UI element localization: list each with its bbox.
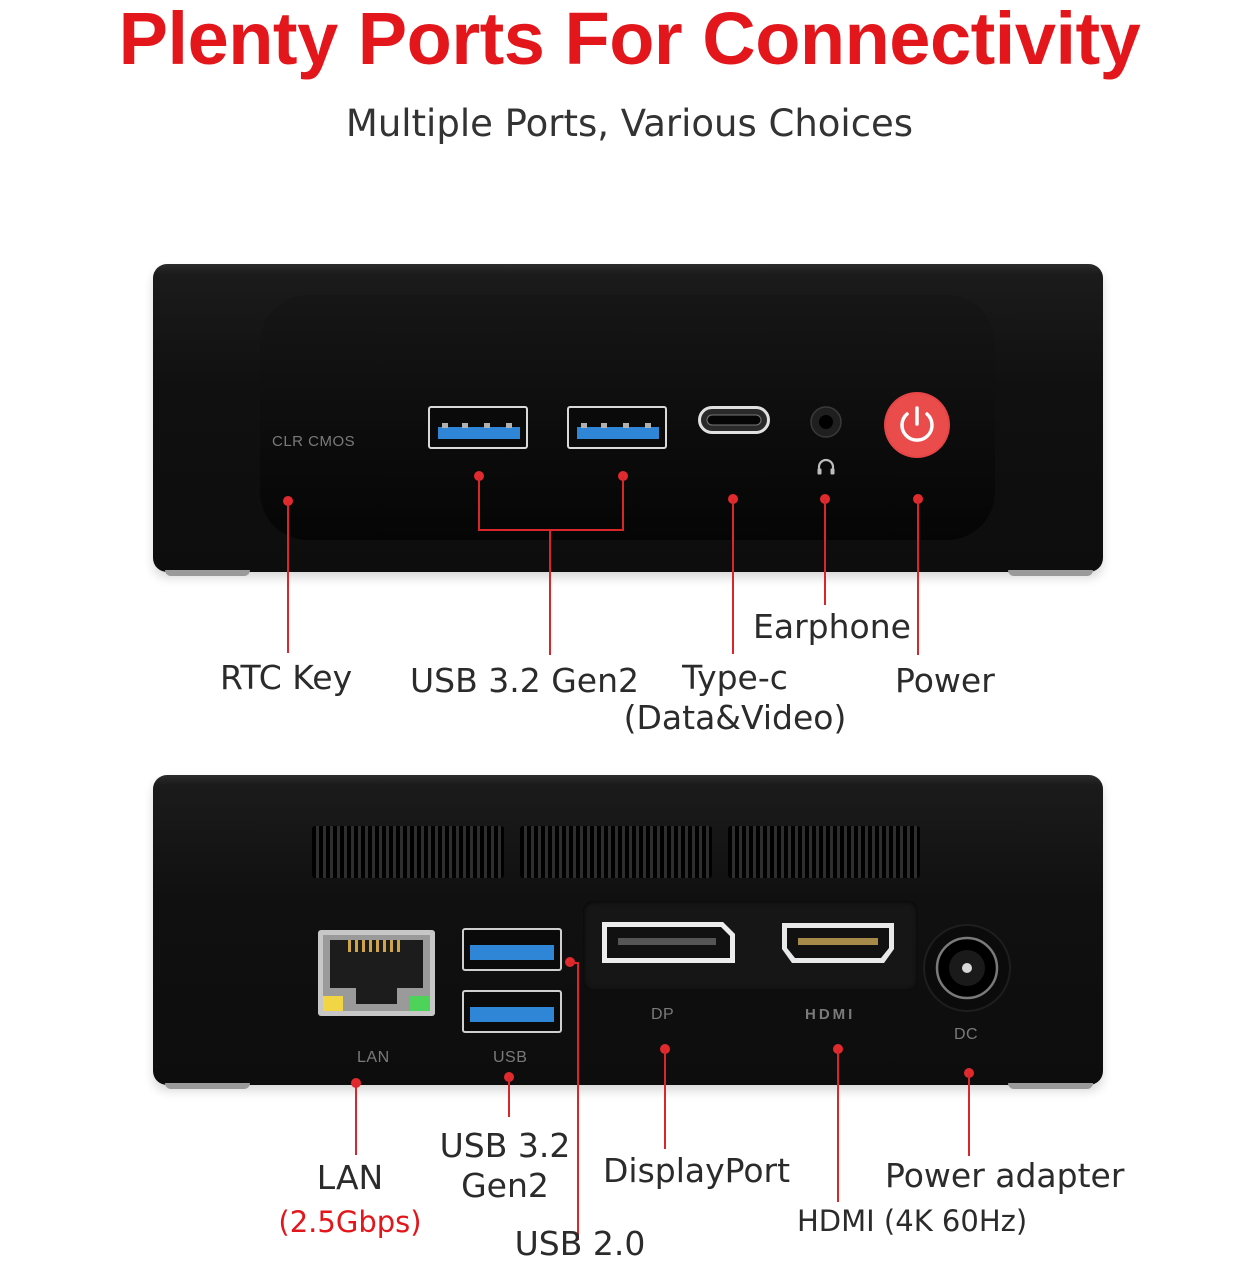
label-usb-32: USB 3.2: [439, 1126, 571, 1165]
callout-line: [478, 476, 480, 530]
label-displayport: DisplayPort: [603, 1151, 791, 1190]
rear-right-foot: [1008, 1083, 1093, 1089]
label-lan-speed: (2.5Gbps): [278, 1205, 422, 1239]
usb-port-icon: [567, 406, 667, 449]
callout-line: [508, 1077, 510, 1117]
label-usb-32-gen2: Gen2: [461, 1166, 549, 1205]
callout-line: [664, 1049, 666, 1149]
label-usb-20: USB 2.0: [514, 1224, 646, 1263]
dc-jack-icon: [923, 924, 1011, 1012]
callout-line: [917, 499, 919, 655]
dc-text: DC: [954, 1026, 979, 1043]
callout-line: [622, 476, 624, 530]
callout-line: [549, 529, 551, 655]
power-button: [883, 391, 951, 459]
headphone-icon: [815, 456, 837, 478]
page-title: Plenty Ports For Connectivity: [118, 0, 1141, 80]
label-type-c: Type-c: [682, 658, 788, 697]
callout-line: [968, 1073, 970, 1156]
front-right-foot: [1008, 570, 1093, 576]
label-lan: LAN: [316, 1158, 384, 1197]
ethernet-port-icon: [318, 930, 435, 1016]
label-rtc-key: RTC Key: [220, 658, 353, 697]
hdmi-logo-text: HDMI: [805, 1006, 856, 1023]
rear-left-foot: [165, 1083, 250, 1089]
label-earphone: Earphone: [753, 607, 911, 646]
callout-line: [287, 501, 289, 653]
vent-grille: [312, 826, 504, 878]
lan-text: LAN: [357, 1049, 390, 1066]
page-subtitle: Multiple Ports, Various Choices: [345, 102, 914, 145]
callout-line: [355, 1083, 357, 1155]
usb-port-icon: [462, 990, 562, 1033]
vent-grille: [520, 826, 712, 878]
callout-line: [577, 962, 579, 1240]
usb-text: USB: [493, 1049, 528, 1066]
displayport-port-icon: [600, 920, 737, 965]
clr-cmos-text: CLR CMOS: [272, 433, 356, 450]
vent-grille: [728, 826, 920, 878]
usb-port-icon: [428, 406, 528, 449]
label-power-adapter: Power adapter: [885, 1156, 1125, 1195]
label-power: Power: [895, 661, 995, 700]
dp-text: DP: [651, 1006, 675, 1023]
callout-line: [837, 1049, 839, 1202]
usb-c-port-icon: [698, 406, 770, 434]
label-usb-32-gen2-front: USB 3.2 Gen2: [410, 661, 639, 700]
callout-line: [478, 529, 624, 531]
usb-port-icon: [462, 928, 562, 971]
label-hdmi: HDMI (4K 60Hz): [797, 1204, 1028, 1238]
hdmi-port-icon: [780, 921, 896, 965]
label-type-c-detail: (Data&Video): [623, 698, 847, 737]
callout-line: [824, 499, 826, 605]
audio-jack-icon: [810, 406, 842, 438]
callout-line: [569, 962, 579, 964]
power-icon: [884, 392, 950, 458]
callout-line: [732, 499, 734, 654]
front-left-foot: [165, 570, 250, 576]
